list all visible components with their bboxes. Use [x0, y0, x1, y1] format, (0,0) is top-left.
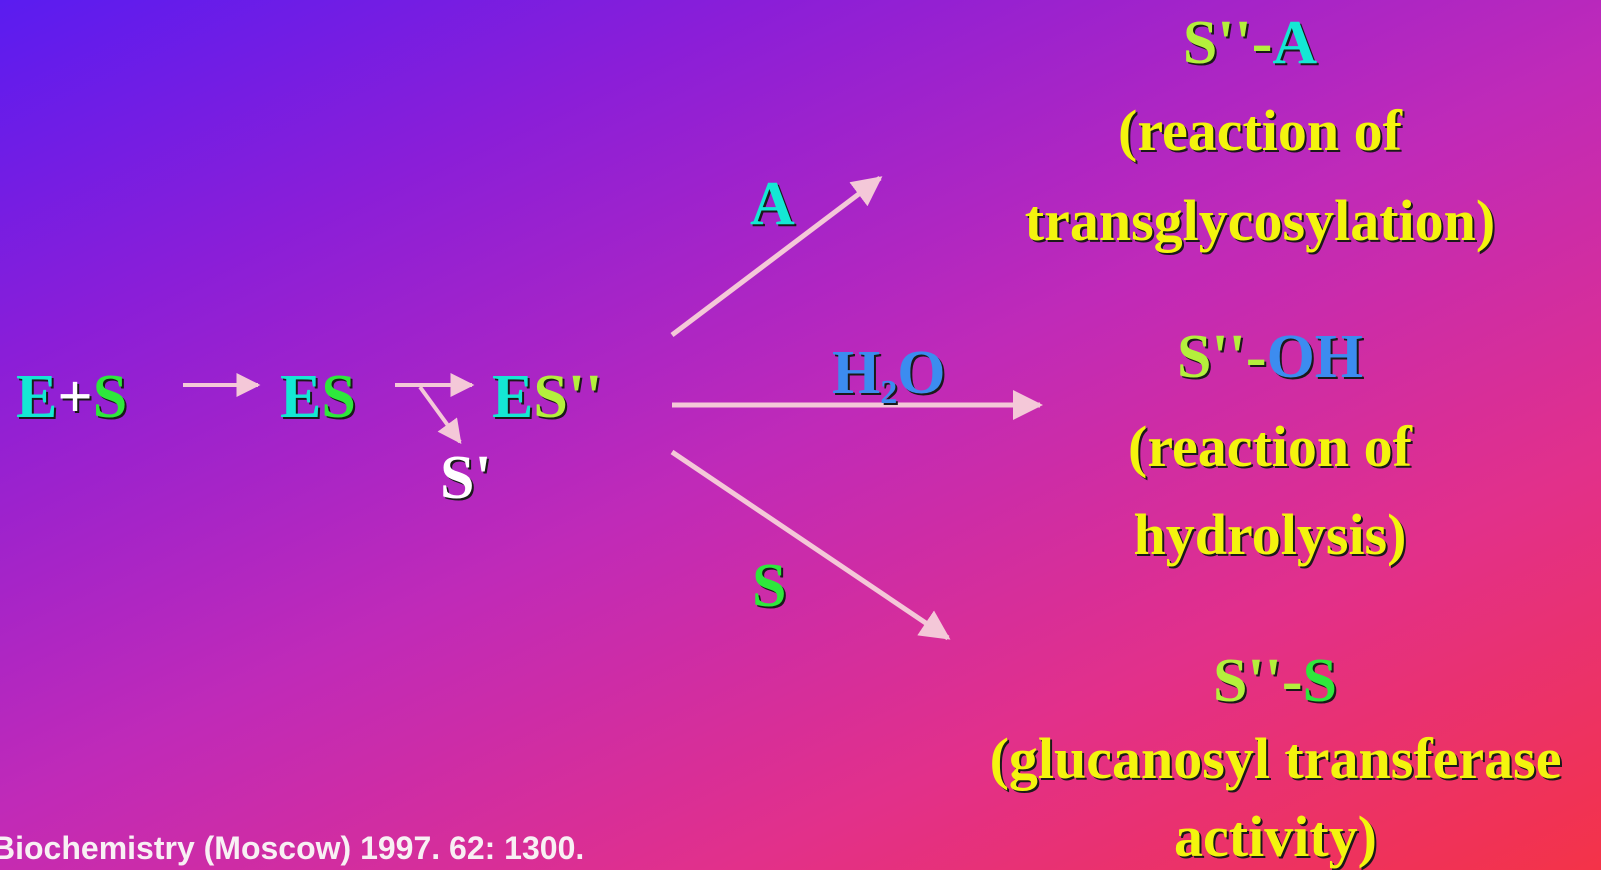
reactants: E+S — [16, 366, 127, 428]
reagent-a: A — [750, 170, 795, 238]
product-transglycosylation: S''-A — [1050, 12, 1450, 74]
enzyme-e: E — [16, 363, 58, 431]
product-middle-prefix: S''- — [1176, 323, 1267, 391]
label-middle-line1: (reaction of — [1128, 414, 1412, 479]
water-subscript: 2 — [880, 374, 898, 412]
water-o: O — [897, 339, 946, 407]
intermediate-s: S'' — [533, 363, 603, 431]
product-top-prefix: S''- — [1182, 9, 1273, 77]
plus-sign: + — [57, 363, 93, 431]
released-s-prime: S' — [440, 444, 492, 512]
product-hydrolysis: S''-OH — [1070, 326, 1470, 388]
product-glucanosyl: S''-S — [1075, 650, 1475, 712]
label-middle-line2: hydrolysis) — [1133, 502, 1407, 567]
reagent-water: H2O — [832, 342, 946, 410]
label-top-line2: transglycosylation) — [1024, 188, 1496, 253]
water-h: H — [832, 339, 881, 407]
complex-e: E — [280, 363, 322, 431]
label-top-line1: (reaction of — [1118, 98, 1402, 163]
intermediate-e: E — [492, 363, 534, 431]
reagent-s: S — [752, 552, 787, 620]
intermediate-complex: ES'' — [492, 366, 602, 428]
arrow-branch-bottom — [670, 449, 951, 641]
product-bottom-prefix: S''- — [1212, 647, 1303, 715]
product-middle-suffix: OH — [1266, 323, 1364, 391]
label-bottom-line1: (glucanosyl transferase — [989, 726, 1562, 791]
arrow-branch-top — [670, 176, 883, 337]
product-top-suffix: A — [1272, 9, 1318, 77]
label-bottom-line2: activity) — [1174, 804, 1377, 869]
complex-s: S — [321, 363, 356, 431]
substrate-s: S — [92, 363, 128, 431]
citation: Biochemistry (Moscow) 1997. 62: 1300. — [0, 830, 585, 866]
product-bottom-suffix: S — [1302, 647, 1338, 715]
arrow-release-s-prime — [418, 385, 462, 444]
enzyme-substrate-complex: ES — [280, 366, 356, 428]
